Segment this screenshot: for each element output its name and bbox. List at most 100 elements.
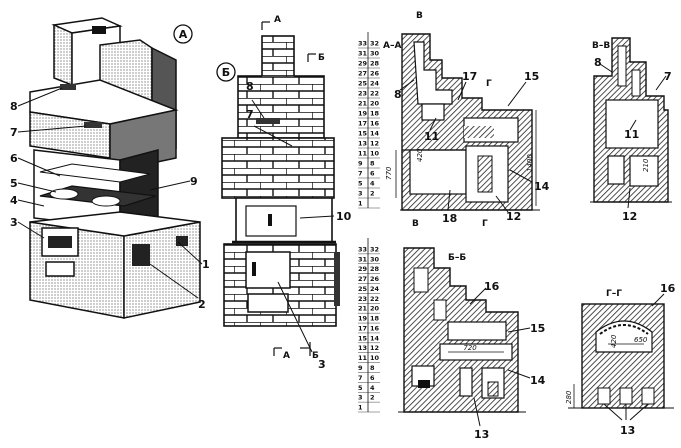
row-number: 30 — [370, 255, 380, 263]
bb-label-13: 13 — [474, 428, 489, 441]
row-number: 13 — [358, 140, 367, 148]
section-aa: А–А 770 420 1400 В Г В Г 8 17 1 — [383, 11, 550, 229]
elev-cut-bottom-a: А — [283, 351, 290, 361]
elev-label-8: 8 — [246, 80, 254, 93]
bb-dim-720: 720 — [463, 344, 477, 352]
ash-door — [45, 261, 75, 277]
elev-label-7: 7 — [246, 108, 254, 121]
row-number: 29 — [358, 60, 368, 68]
row-number: 11 — [358, 150, 368, 158]
row-number: 18 — [370, 315, 380, 323]
aa-inner-wall — [477, 155, 493, 193]
aa-label-14: 14 — [534, 180, 550, 193]
elev-label-3: 3 — [318, 358, 326, 371]
row-number: 17 — [358, 324, 367, 332]
row-number: 22 — [370, 295, 379, 303]
section-vv-title: В–В — [592, 41, 610, 51]
row-number: 10 — [370, 150, 380, 158]
cleanout-door — [176, 236, 188, 246]
label-5: 5 — [10, 177, 18, 190]
row-number: 25 — [358, 80, 368, 88]
row-number: 7 — [358, 170, 363, 178]
row-number: 17 — [358, 120, 367, 128]
elev-middle — [221, 137, 335, 199]
gg-dim-420: 420 — [610, 334, 618, 348]
gg-opening-2 — [619, 387, 633, 405]
row-number: 26 — [370, 275, 380, 283]
label-4: 4 — [10, 194, 18, 207]
row-number: 7 — [358, 374, 363, 382]
row-number: 13 — [358, 344, 367, 352]
vv-duct-right — [629, 155, 659, 187]
elev-side-hinge — [334, 252, 340, 306]
row-number: 10 — [370, 354, 380, 362]
shelf — [39, 163, 151, 183]
aa-leaders — [399, 79, 533, 213]
bb-duct — [433, 299, 447, 321]
row-number: 26 — [370, 70, 380, 78]
vv-label-11: 11 — [624, 128, 639, 141]
row-number: 9 — [358, 160, 363, 168]
aa-label-18: 18 — [442, 212, 457, 225]
label-7: 7 — [10, 126, 18, 139]
gg-opening-1 — [597, 387, 611, 405]
row-number: 8 — [370, 160, 375, 168]
row-number: 28 — [370, 265, 380, 273]
elev-cooking-panel — [245, 205, 297, 237]
section-vv: В–В 8 7 11 12 210 — [590, 37, 672, 223]
section-aa-title: А–А — [383, 41, 401, 51]
leader-lines-a — [17, 87, 203, 299]
row-number: 5 — [358, 384, 363, 392]
row-number: 8 — [370, 364, 375, 372]
row-number: 2 — [370, 394, 375, 402]
vv-chamber — [605, 99, 659, 149]
side-door — [132, 244, 150, 266]
row-number: 16 — [370, 324, 380, 332]
bb-flue — [413, 267, 429, 293]
row-number: 19 — [358, 315, 368, 323]
elev-damper-8 — [256, 118, 280, 124]
row-number: 21 — [358, 100, 368, 108]
row-number: 4 — [370, 384, 375, 392]
row-number: 1 — [358, 404, 363, 412]
burner-left — [49, 188, 79, 200]
row-number: 33 — [358, 245, 367, 253]
row-number: 21 — [358, 305, 368, 313]
row-number: 24 — [370, 285, 380, 293]
aa-oven — [409, 149, 467, 195]
elev-cut-bottom-b: Б — [312, 351, 319, 361]
row-number: 27 — [358, 275, 367, 283]
row-number: 6 — [370, 374, 375, 382]
row-number: 28 — [370, 60, 380, 68]
section-bb: Б–Б 16 15 14 13 720 — [398, 247, 546, 441]
row-number: 30 — [370, 50, 380, 58]
bb-label-14: 14 — [530, 374, 546, 387]
aa-label-12: 12 — [506, 210, 521, 223]
aa-dim-1400: 1400 — [526, 154, 534, 172]
elev-cut-top-letter: А — [274, 15, 281, 25]
panel-a-letter: А — [179, 28, 188, 41]
burner-right — [91, 195, 121, 207]
elev-label-10: 10 — [336, 210, 352, 223]
label-6: 6 — [10, 152, 18, 165]
label-1: 1 — [202, 258, 210, 271]
elev-cooking-handle — [268, 214, 272, 226]
damper-7 — [84, 122, 102, 128]
row-number: 1 — [358, 200, 363, 208]
row-number: 32 — [370, 40, 379, 48]
row-number: 33 — [358, 40, 367, 48]
row-number: 3 — [358, 394, 363, 402]
row-number: 4 — [370, 180, 375, 188]
elev-cut-side-letter: Б — [318, 53, 325, 63]
row-number: 14 — [370, 130, 380, 138]
vv-label-12: 12 — [622, 210, 637, 223]
aa-cut-top: В — [416, 11, 423, 21]
row-number: 29 — [358, 265, 368, 273]
aa-chamber-11 — [421, 103, 445, 121]
row-number: 24 — [370, 80, 380, 88]
panel-b-circle — [216, 62, 236, 82]
gg-dim-280: 280 — [565, 390, 573, 404]
row-number: 23 — [358, 90, 367, 98]
